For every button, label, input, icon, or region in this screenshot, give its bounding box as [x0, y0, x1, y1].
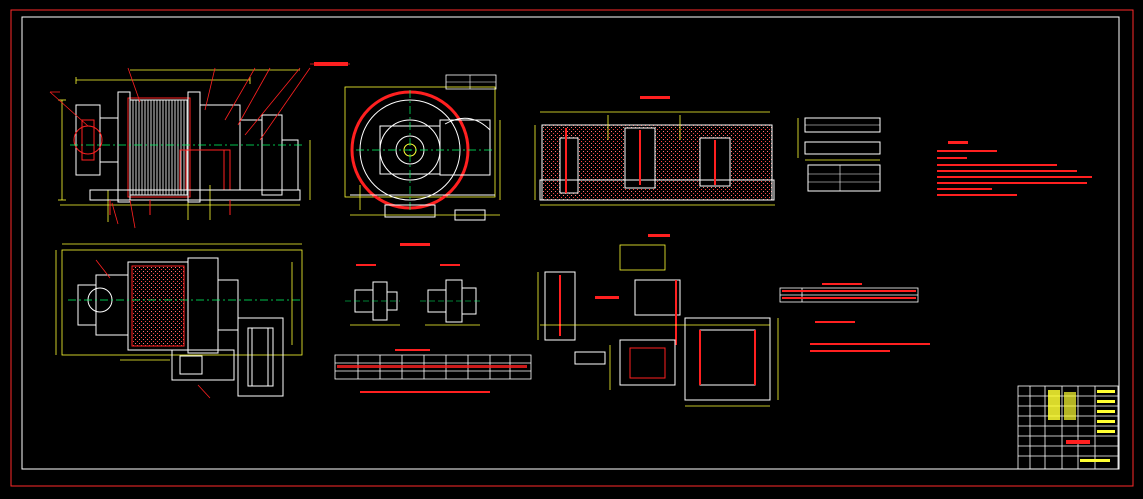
- parts-list-table[interactable]: [334, 349, 532, 393]
- cad-title-block-icon[interactable]: [1017, 385, 1119, 470]
- foundation-plan-view[interactable]: [537, 234, 779, 407]
- main-elevation-view[interactable]: [49, 62, 350, 229]
- inner-frame: [21, 16, 1120, 470]
- drum-side-view[interactable]: [344, 74, 501, 221]
- foundation-section-view[interactable]: [534, 96, 775, 206]
- detail-view[interactable]: [797, 117, 881, 192]
- technical-notes-block[interactable]: [937, 141, 1092, 196]
- outer-frame: [10, 9, 1134, 487]
- specification-table[interactable]: [779, 283, 930, 352]
- part-detail-views[interactable]: [345, 243, 480, 326]
- plan-view[interactable]: [55, 243, 303, 399]
